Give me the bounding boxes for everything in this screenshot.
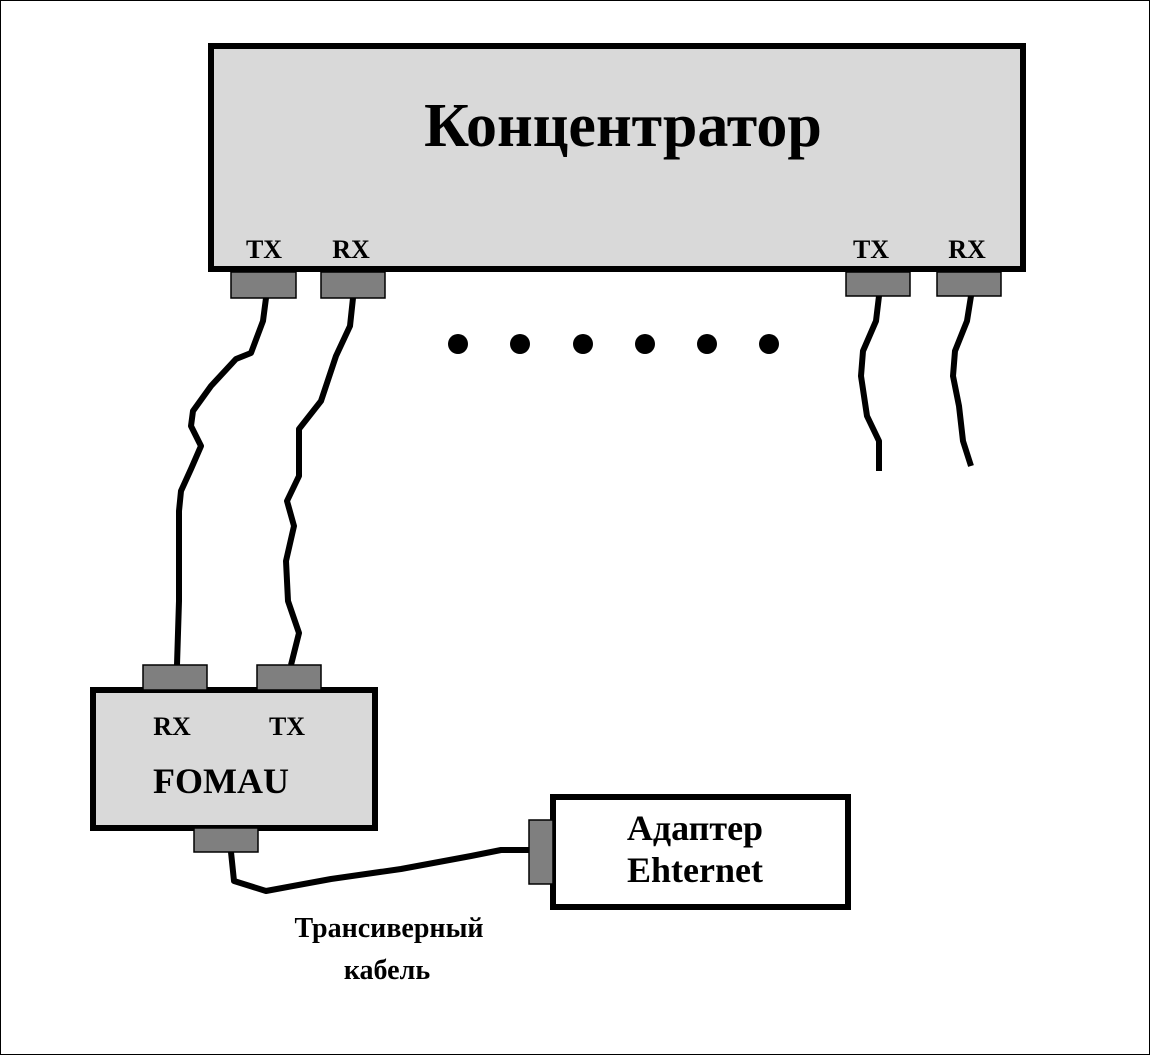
hub-port-tx-left: [230, 271, 297, 299]
fomau-port-tx: [256, 664, 322, 691]
hub-port-label-tx-left: TX: [246, 235, 282, 264]
fomau-port-label-rx: RX: [153, 712, 191, 741]
ellipsis-dot: [697, 334, 717, 354]
ellipsis-dot: [573, 334, 593, 354]
transceiver-cable-label: Трансиверный кабель: [294, 913, 483, 986]
adapter-label-line1: Адаптер: [627, 808, 763, 848]
ellipsis-dots: [448, 334, 779, 354]
hub-title: Концентратор: [424, 92, 822, 160]
fomau: RX TX FOMAU: [90, 664, 378, 853]
hub-port-tx-right: [845, 271, 911, 297]
adapter-label-line2: Ehternet: [627, 850, 763, 890]
cable-hub-rx-to-fomau-tx: [283, 297, 356, 666]
hub-port-label-tx-right: TX: [853, 235, 889, 264]
ellipsis-dot: [635, 334, 655, 354]
ellipsis-dot: [759, 334, 779, 354]
fomau-port-label-tx: TX: [269, 712, 305, 741]
fomau-port-transceiver: [193, 827, 259, 853]
fomau-box: [90, 687, 378, 831]
ellipsis-dot: [448, 334, 468, 354]
ellipsis-dot: [510, 334, 530, 354]
hub-port-rx-right: [936, 271, 1002, 297]
cable-label-line2: кабель: [344, 955, 430, 986]
hub-port-label-rx-left: RX: [332, 235, 370, 264]
ethernet-adapter: Адаптер Ehternet: [528, 794, 851, 910]
cable-hub-tx-right-loose: [858, 295, 882, 471]
hub-port-rx-left: [320, 271, 386, 299]
transceiver-cable-line: [228, 847, 529, 894]
cable-hub-rx-right-loose: [950, 295, 974, 467]
adapter-box: [550, 794, 851, 910]
fomau-title: FOMAU: [153, 761, 289, 801]
adapter-port: [528, 819, 554, 885]
hub: Концентратор TX RX TX RX: [208, 43, 1026, 272]
cable-hub-tx-to-fomau-rx: [174, 297, 269, 666]
hub-box: [208, 43, 1026, 272]
fomau-port-rx: [142, 664, 208, 691]
cable-label-line1: Трансиверный: [294, 913, 483, 944]
hub-port-label-rx-right: RX: [948, 235, 986, 264]
